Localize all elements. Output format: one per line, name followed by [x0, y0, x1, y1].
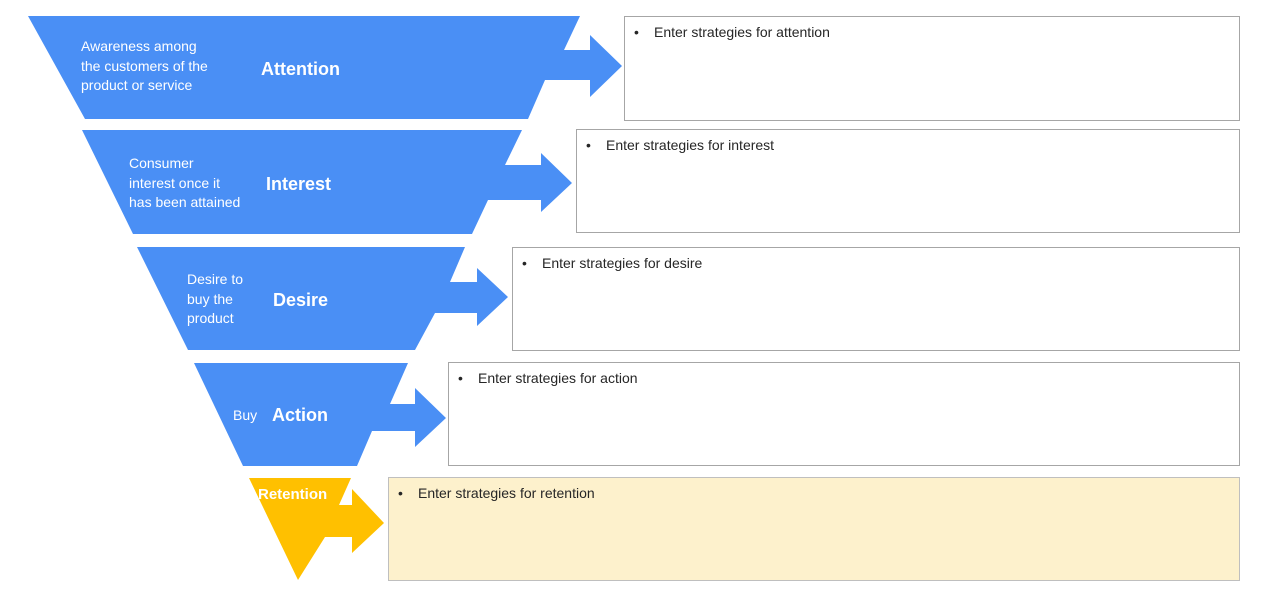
funnel-segment-retention [249, 478, 384, 580]
description-line: has been attained [129, 194, 241, 210]
strategy-bullet: • Enter strategies for attention [634, 24, 830, 40]
stage-title-desire: Desire [273, 290, 329, 310]
description-line: product or service [81, 77, 193, 93]
funnel-segment-action [194, 363, 446, 466]
description-line: Awareness among [81, 38, 197, 54]
strategy-bullet: • Enter strategies for interest [586, 137, 774, 153]
bullet-icon: • [634, 24, 639, 40]
bullet-icon: • [586, 137, 591, 153]
stage-description-action: Buy [233, 406, 257, 426]
strategy-text: Enter strategies for action [478, 370, 638, 386]
description-line: the customers of the [81, 57, 208, 74]
strategy-box-retention[interactable]: • Enter strategies for retention [388, 477, 1240, 581]
description-line: buy the [187, 290, 233, 307]
strategy-bullet: • Enter strategies for action [458, 370, 638, 386]
strategy-box-attention[interactable]: • Enter strategies for attention [624, 16, 1240, 121]
strategy-text: Enter strategies for attention [654, 24, 830, 40]
strategy-box-action[interactable]: • Enter strategies for action [448, 362, 1240, 466]
stage-title-retention: Retention [258, 486, 328, 503]
stage-description-desire: Desire to buy the product [187, 270, 243, 329]
bullet-icon: • [522, 255, 527, 271]
description-line: Desire to [187, 271, 244, 287]
stage-title-interest: Interest [266, 174, 332, 194]
strategy-box-desire[interactable]: • Enter strategies for desire [512, 247, 1240, 351]
stage-title-attention: Attention [261, 59, 340, 79]
strategy-text: Enter strategies for desire [542, 255, 703, 271]
strategy-text: Enter strategies for interest [606, 137, 775, 153]
stage-title-action: Action [272, 405, 328, 425]
funnel-segment-interest [82, 130, 572, 234]
strategy-bullet: • Enter strategies for desire [522, 255, 702, 271]
description-line: Buy [233, 407, 258, 423]
description-line: product [187, 310, 234, 326]
strategy-bullet: • Enter strategies for retention [398, 485, 595, 501]
description-line: Consumer [129, 155, 194, 171]
description-line: interest once it [129, 174, 221, 191]
stage-description-interest: Consumer interest once it has been attai… [129, 154, 240, 213]
strategy-text: Enter strategies for retention [418, 485, 595, 501]
bullet-icon: • [398, 485, 403, 501]
funnel-segment-attention [28, 16, 622, 119]
strategy-box-interest[interactable]: • Enter strategies for interest [576, 129, 1240, 233]
stage-description-attention: Awareness among the customers of the pro… [81, 37, 208, 96]
bullet-icon: • [458, 370, 463, 386]
funnel-segment-desire [137, 247, 508, 350]
